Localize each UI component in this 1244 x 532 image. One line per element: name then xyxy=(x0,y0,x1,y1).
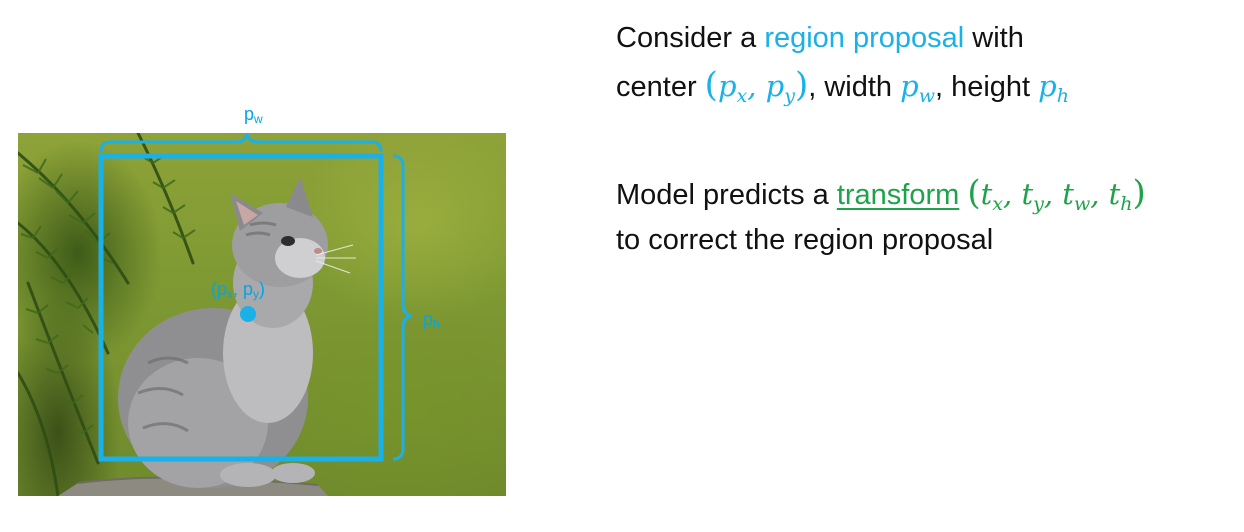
width-label: pw xyxy=(244,104,263,126)
line-1: Consider a region proposal with xyxy=(616,22,1024,54)
line-2: center (px, py), width pw, height ph xyxy=(616,65,1069,107)
line-3: Model predicts a transform (tx, ty, tw, … xyxy=(616,173,1146,215)
line-4: to correct the region proposal xyxy=(616,224,994,256)
height-brace xyxy=(392,154,412,461)
region-proposal-term: region proposal xyxy=(764,22,965,54)
region-proposal-box xyxy=(98,153,384,462)
center-label: (px, py) xyxy=(211,279,266,301)
width-brace xyxy=(99,133,383,153)
foliage-illustration xyxy=(18,133,356,496)
height-label: ph xyxy=(423,309,440,331)
center-dot xyxy=(240,306,256,322)
transform-term: transform xyxy=(836,179,960,211)
